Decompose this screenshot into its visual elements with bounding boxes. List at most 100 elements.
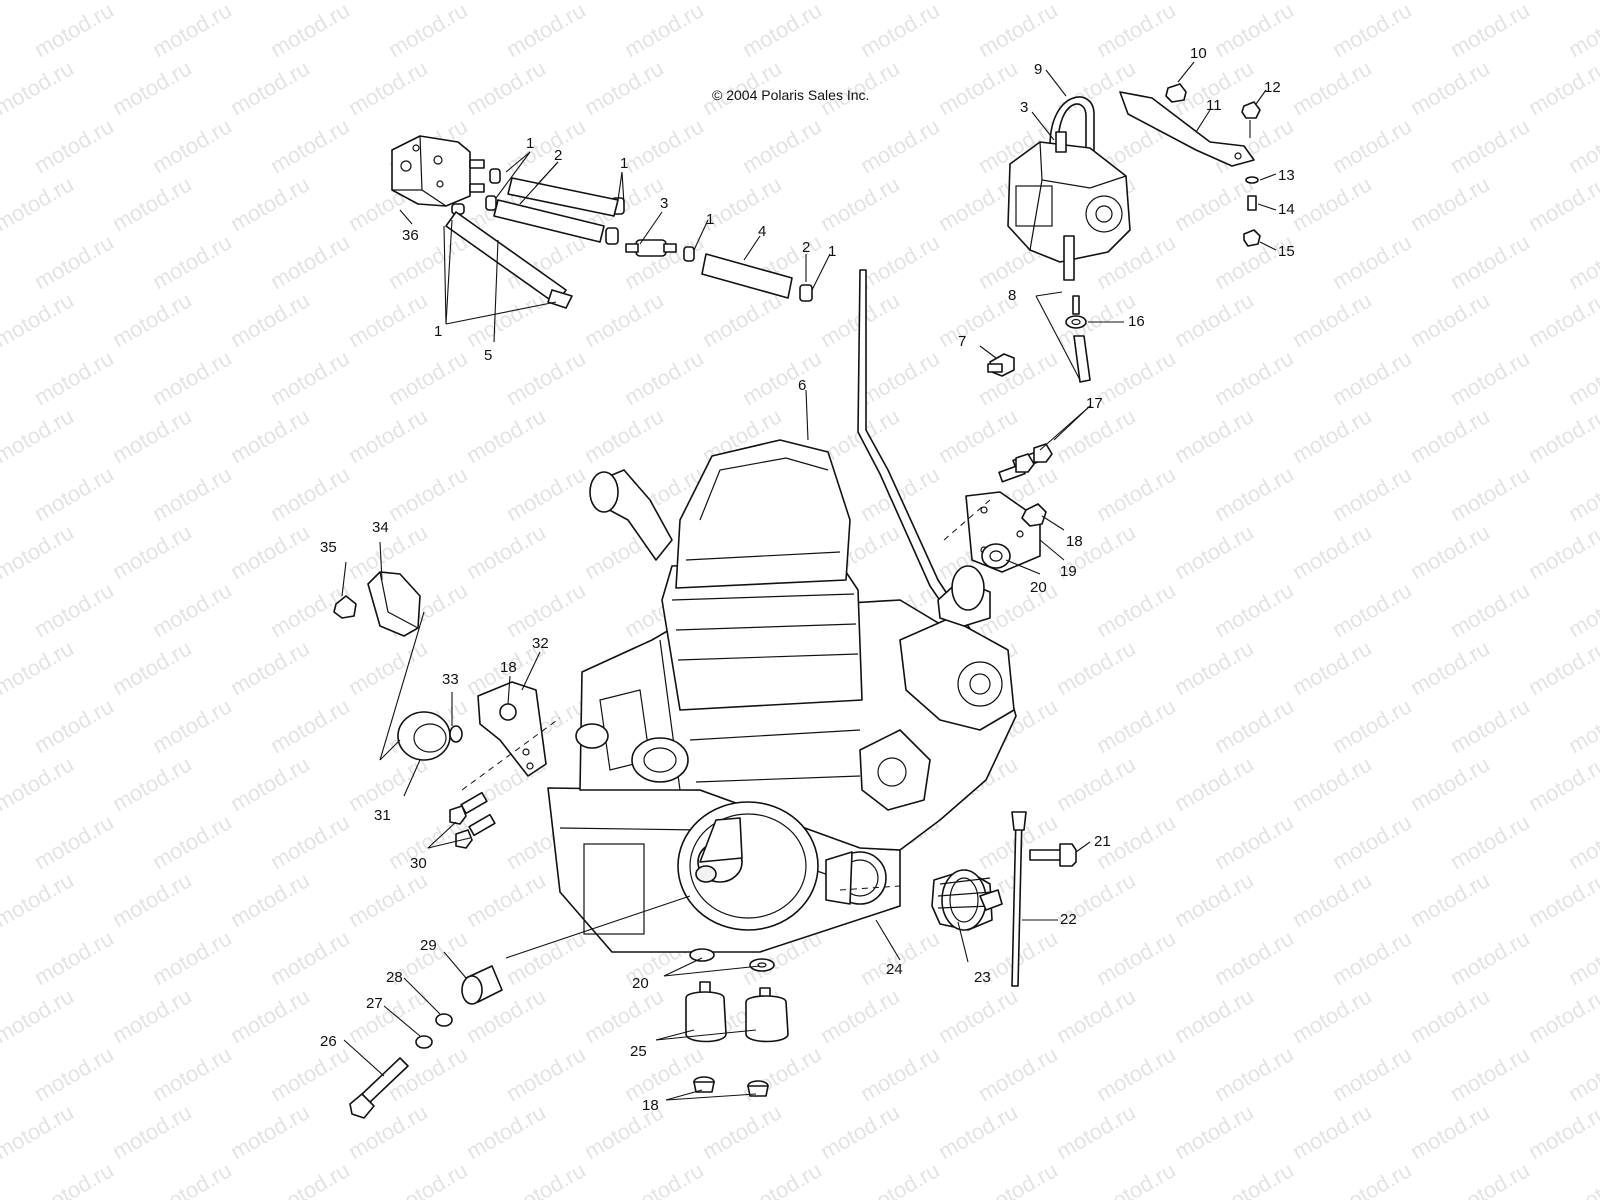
watermark-text: motod.ru xyxy=(856,229,944,294)
callout-10-screw: 10 xyxy=(1190,45,1207,62)
watermark-text: motod.ru xyxy=(1288,287,1376,352)
watermark-text: motod.ru xyxy=(1446,345,1534,410)
callout-15-nut: 15 xyxy=(1278,243,1295,260)
callout-34-heat-shield: 34 xyxy=(372,519,389,536)
screw-7 xyxy=(987,353,1015,377)
watermark-text: motod.ru xyxy=(226,867,314,932)
watermark-text: motod.ru xyxy=(108,983,196,1048)
watermark-text: motod.ru xyxy=(1328,0,1416,62)
watermark-text: motod.ru xyxy=(148,925,236,990)
watermark-text: motod.ru xyxy=(266,0,354,62)
watermark-text: motod.ru xyxy=(1328,1041,1416,1106)
watermark-text: motod.ru xyxy=(1564,113,1600,178)
watermark-text: motod.ru xyxy=(462,287,550,352)
watermark-text: motod.ru xyxy=(148,1041,236,1106)
watermark-text: motod.ru xyxy=(266,1157,354,1200)
watermark-text: motod.ru xyxy=(1564,461,1600,526)
copyright-notice: © 2004 Polaris Sales Inc. xyxy=(712,87,869,103)
watermark-text: motod.ru xyxy=(1170,867,1258,932)
watermark-text: motod.ru xyxy=(580,403,668,468)
watermark-text: motod.ru xyxy=(1210,577,1298,642)
watermark-text: motod.ru xyxy=(1524,1099,1600,1164)
watermark-text: motod.ru xyxy=(1524,519,1600,584)
watermark-text: motod.ru xyxy=(0,635,78,700)
watermark-text: motod.ru xyxy=(1170,983,1258,1048)
callout-32-bracket: 32 xyxy=(532,635,549,652)
watermark-text: motod.ru xyxy=(856,0,944,62)
watermark-text: motod.ru xyxy=(266,345,354,410)
watermark-text: motod.ru xyxy=(462,0,550,4)
watermark-text: motod.ru xyxy=(108,171,196,236)
watermark-text: motod.ru xyxy=(462,403,550,468)
watermark-text: motod.ru xyxy=(0,983,78,1048)
watermark-text: motod.ru xyxy=(266,229,354,294)
watermark-text: motod.ru xyxy=(1446,809,1534,874)
watermark-text: motod.ru xyxy=(1288,171,1376,236)
callout-4-hose: 4 xyxy=(758,223,766,240)
watermark-text: motod.ru xyxy=(1210,0,1298,62)
watermark-text: motod.ru xyxy=(1446,113,1534,178)
watermark-text: motod.ru xyxy=(974,1041,1062,1106)
watermark-text: motod.ru xyxy=(344,403,432,468)
watermark-text: motod.ru xyxy=(1210,809,1298,874)
watermark-text: motod.ru xyxy=(226,983,314,1048)
callout-23-coupler: 23 xyxy=(974,969,991,986)
callout-35-nut: 35 xyxy=(320,539,337,556)
watermark-text: motod.ru xyxy=(1052,751,1140,816)
watermark-text: motod.ru xyxy=(148,461,236,526)
watermark-text: motod.ru xyxy=(1052,983,1140,1048)
watermark-text: motod.ru xyxy=(1406,751,1494,816)
watermark-text: motod.ru xyxy=(1170,0,1258,4)
watermark-text: motod.ru xyxy=(462,55,550,120)
watermark-text: motod.ru xyxy=(108,635,196,700)
watermark-text: motod.ru xyxy=(344,287,432,352)
watermark-text: motod.ru xyxy=(1052,635,1140,700)
watermark-text: motod.ru xyxy=(1328,461,1416,526)
callout-1-hose-end: 1 xyxy=(620,155,628,172)
watermark-text: motod.ru xyxy=(30,0,118,62)
carburetor-valve-body xyxy=(1007,131,1131,263)
watermark-text: motod.ru xyxy=(502,113,590,178)
watermark-text: motod.ru xyxy=(226,171,314,236)
watermark-text: motod.ru xyxy=(1328,577,1416,642)
watermark-text: motod.ru xyxy=(1170,635,1258,700)
watermark-text: motod.ru xyxy=(1524,983,1600,1048)
right-motor-mount xyxy=(951,443,1053,611)
watermark-text: motod.ru xyxy=(1524,171,1600,236)
watermark-text: motod.ru xyxy=(30,461,118,526)
lower-mount-hardware xyxy=(349,948,789,1119)
watermark-text: motod.ru xyxy=(1564,809,1600,874)
watermark-text: motod.ru xyxy=(1328,925,1416,990)
watermark-text: motod.ru xyxy=(1564,229,1600,294)
watermark-text: motod.ru xyxy=(1288,867,1376,932)
watermark-text: motod.ru xyxy=(698,0,786,4)
callout-13-washer: 13 xyxy=(1278,167,1295,184)
watermark-text: motod.ru xyxy=(108,751,196,816)
callout-14-stud: 14 xyxy=(1278,201,1295,218)
watermark-text: motod.ru xyxy=(30,809,118,874)
callout-29-spacer: 29 xyxy=(420,937,437,954)
watermark-text: motod.ru xyxy=(1564,1041,1600,1106)
watermark-text: motod.ru xyxy=(1406,0,1494,4)
dipstick xyxy=(1011,811,1027,987)
callout-labels: 1 2 1 3 1 4 2 1 36 1 5 9 3 10 11 12 13 1… xyxy=(320,45,1295,1114)
watermark-text: motod.ru xyxy=(108,1099,196,1164)
callout-9-vent-hose: 9 xyxy=(1034,61,1042,78)
watermark-text: motod.ru xyxy=(816,171,904,236)
watermark-text: motod.ru xyxy=(1170,171,1258,236)
watermark-text: motod.ru xyxy=(108,519,196,584)
callout-26-bolt: 26 xyxy=(320,1033,337,1050)
watermark-text: motod.ru xyxy=(502,1041,590,1106)
callout-31-mount: 31 xyxy=(374,807,391,824)
inline-fuel-filter xyxy=(625,239,677,257)
callout-1-filter-clamp: 1 xyxy=(706,211,714,228)
watermark-text: motod.ru xyxy=(1052,287,1140,352)
watermark-text: motod.ru xyxy=(384,1157,472,1200)
watermark-text: motod.ru xyxy=(226,55,314,120)
exhaust-coupler xyxy=(931,869,1003,931)
watermark-text: motod.ru xyxy=(1210,693,1298,758)
watermark-text: motod.ru xyxy=(226,0,314,4)
watermark-text: motod.ru xyxy=(1288,519,1376,584)
watermark-text: motod.ru xyxy=(462,867,550,932)
watermark-text: motod.ru xyxy=(698,287,786,352)
